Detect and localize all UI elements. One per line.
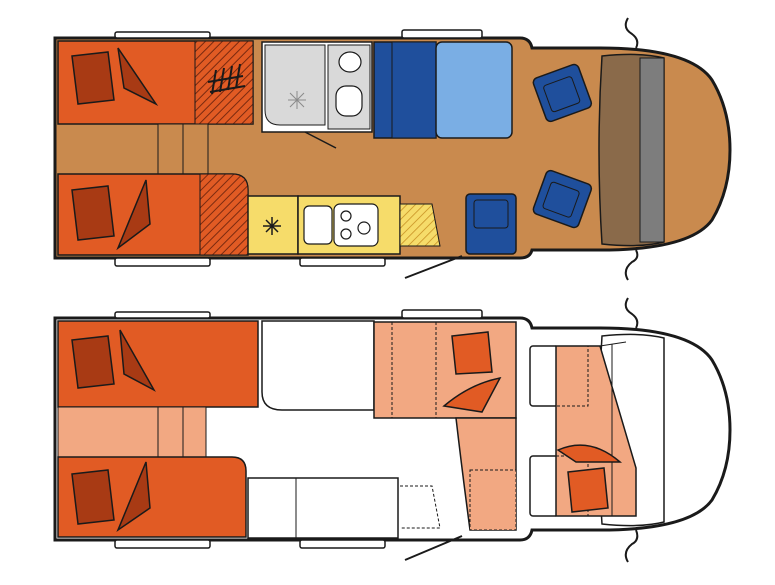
day-shower bbox=[264, 44, 326, 126]
day-bath-door bbox=[304, 131, 337, 149]
night-cab-seat-bottom bbox=[529, 455, 559, 517]
day-windshield bbox=[639, 57, 665, 243]
day-wheel-rear-bottom bbox=[114, 257, 211, 267]
night-cab-blanket bbox=[556, 444, 623, 463]
day-snowflake-icon bbox=[263, 217, 281, 235]
day-cab-seat-bottom bbox=[532, 169, 593, 229]
day-bed-bottom-hatch bbox=[199, 173, 249, 256]
night-blanket-bottom bbox=[116, 461, 151, 533]
day-wheel-rear-top bbox=[114, 31, 211, 39]
day-sink-icon bbox=[303, 205, 333, 245]
day-mirror-bottom bbox=[624, 249, 639, 281]
day-toilet-icon bbox=[335, 85, 363, 117]
day-blanket-bottom bbox=[116, 179, 151, 251]
day-entry-door bbox=[404, 255, 463, 279]
night-mirror-top bbox=[624, 297, 639, 329]
day-wheel-front-top bbox=[401, 29, 483, 39]
night-kitchen-dashed bbox=[400, 485, 441, 529]
night-cab-seat-top bbox=[529, 345, 559, 407]
night-dinette-bed bbox=[373, 321, 517, 419]
night-pillow-top bbox=[71, 335, 115, 389]
day-pillow-top bbox=[71, 51, 115, 105]
night-wheel-front-top bbox=[401, 309, 483, 319]
night-entry-door bbox=[404, 535, 463, 561]
night-wheel-rear-bottom bbox=[114, 539, 211, 549]
day-pillow-bottom bbox=[71, 185, 115, 241]
night-blanket-top bbox=[119, 329, 156, 392]
day-shower-drain-icon bbox=[288, 91, 306, 109]
day-hanger-marks bbox=[207, 63, 246, 95]
day-table-light bbox=[435, 41, 513, 139]
night-dinette-pillow bbox=[451, 331, 493, 375]
day-wheel-mid-bottom bbox=[299, 257, 386, 267]
day-mirror-top bbox=[624, 17, 639, 49]
night-wheel-mid-bottom bbox=[299, 539, 386, 549]
night-mirror-bottom bbox=[624, 529, 639, 563]
day-kitchen-hatch bbox=[399, 203, 441, 247]
day-burner-3 bbox=[357, 221, 371, 235]
day-hob bbox=[333, 203, 379, 247]
day-cab-seat-top bbox=[532, 63, 593, 123]
day-blanket-top bbox=[117, 47, 159, 106]
night-bed-middle bbox=[57, 406, 207, 458]
day-bed-top-hatch bbox=[194, 40, 254, 125]
night-wheel-rear-top bbox=[114, 311, 211, 319]
day-layout-plan bbox=[53, 17, 732, 281]
day-burner-2 bbox=[340, 228, 352, 240]
night-bathroom-outline bbox=[261, 320, 375, 411]
night-cab-pillow bbox=[567, 467, 609, 513]
night-dinette-blanket bbox=[442, 376, 502, 413]
night-kitchen-outline bbox=[247, 477, 399, 539]
day-burner-1 bbox=[340, 210, 352, 222]
night-layout-plan bbox=[53, 297, 732, 563]
night-pillow-bottom bbox=[71, 469, 115, 525]
day-washbasin-icon bbox=[338, 51, 362, 73]
